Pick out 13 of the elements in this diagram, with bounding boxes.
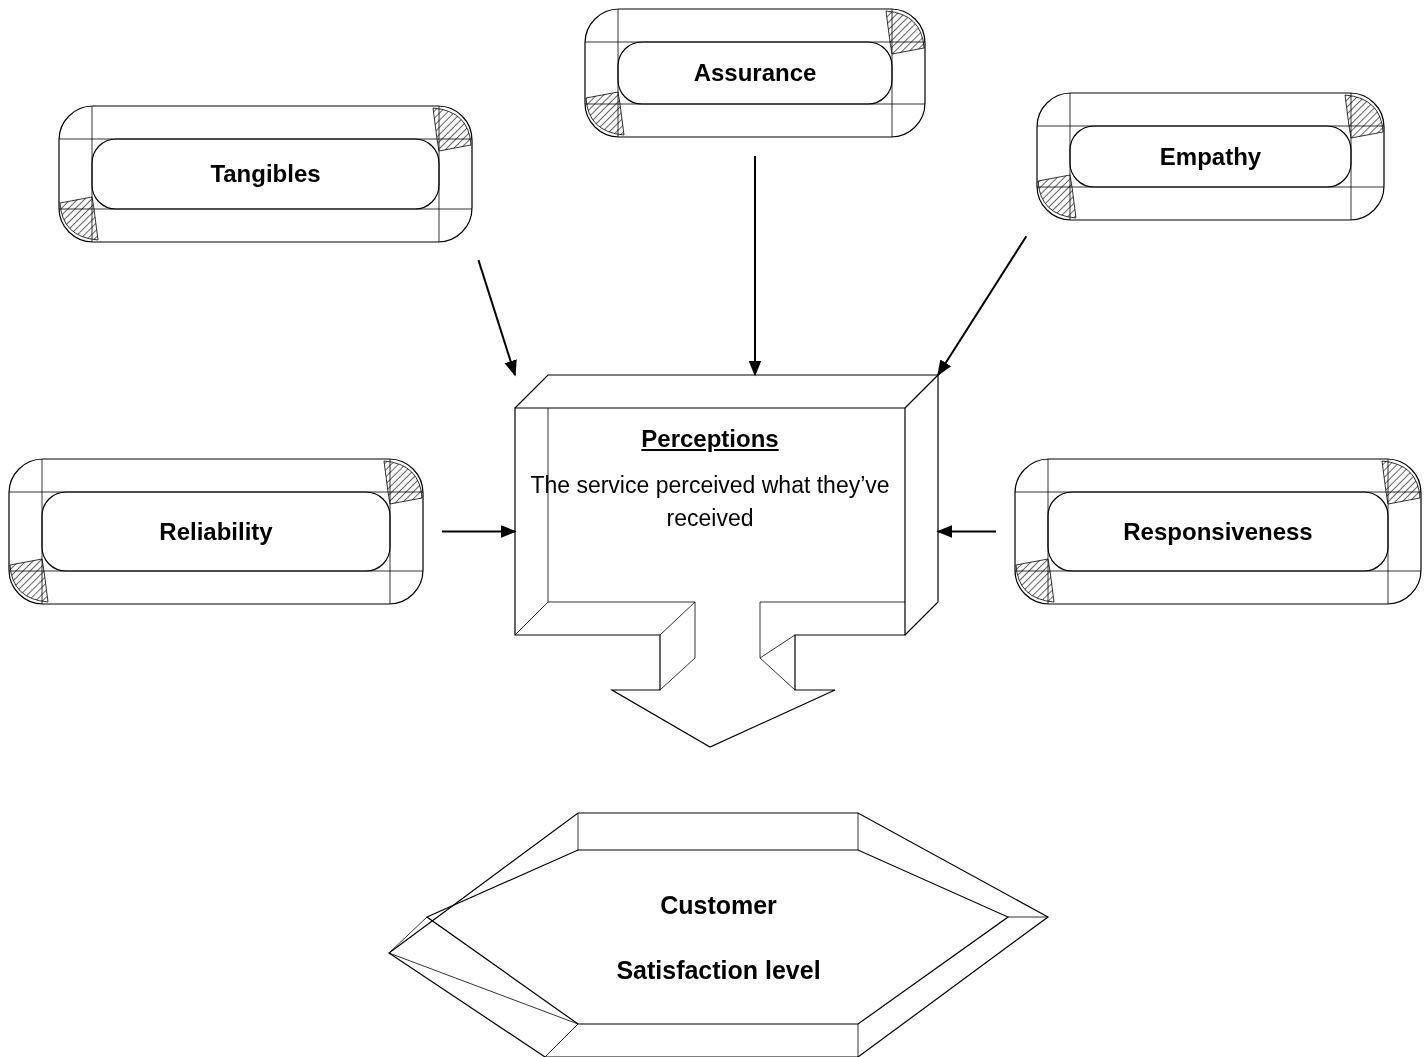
- arrow: [936, 525, 997, 538]
- box-label: Tangibles: [210, 159, 321, 190]
- arrow: [441, 525, 517, 538]
- body-text: The service perceived what they’ve received: [529, 471, 891, 534]
- arrow: [748, 155, 762, 377]
- box-label: Responsiveness: [1123, 516, 1313, 547]
- hexagon-label: Customer Satisfaction level: [615, 890, 822, 986]
- box-label: Empathy: [1159, 141, 1262, 172]
- heading-text: Perceptions: [641, 425, 779, 453]
- arrow: [477, 259, 517, 377]
- box-label: Assurance: [693, 58, 817, 89]
- box-label: Reliability: [159, 516, 273, 547]
- arrow: [937, 235, 1028, 377]
